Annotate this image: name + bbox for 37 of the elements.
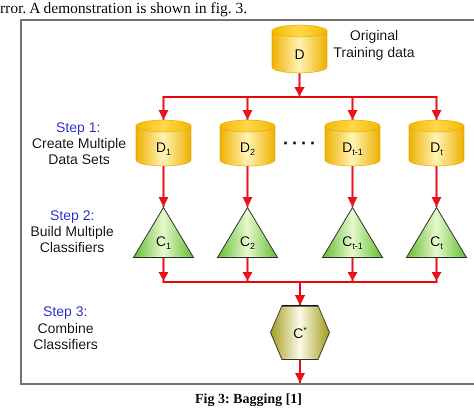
arrow xyxy=(158,166,168,207)
step-heading: Step 1: xyxy=(56,119,100,135)
step-description: Build Multiple Classifiers xyxy=(29,223,115,255)
node-label: C$_{1}$ xyxy=(156,234,172,248)
arrow xyxy=(348,166,358,207)
database-cylinder xyxy=(272,25,327,73)
body-text: rror. A demonstration is shown in fig. 3. xyxy=(0,1,248,16)
ellipsis-dots: ···· xyxy=(283,136,319,150)
node-label: D$_{t-1}$ xyxy=(342,140,363,154)
database-cylinder xyxy=(220,120,275,166)
classifier-triangle xyxy=(322,207,383,258)
classifier-triangle xyxy=(133,207,194,258)
step-description: Combine Classifiers xyxy=(32,320,99,352)
node-label: D$_{t}$ xyxy=(430,140,443,154)
arrow xyxy=(295,258,442,305)
database-cylinder xyxy=(325,120,380,166)
classifier-triangle xyxy=(406,207,467,258)
node-label: D$_{2}$ xyxy=(240,140,256,154)
classifier-triangle xyxy=(217,207,278,258)
node-label: C$^{*}$ xyxy=(293,326,307,340)
arrow xyxy=(294,73,442,120)
step-description: Create Multiple Data Sets xyxy=(30,135,128,167)
node-label: D$_{1}$ xyxy=(156,140,172,154)
arrow xyxy=(295,360,305,383)
figure-caption: Fig 3: Bagging [1] xyxy=(195,392,302,407)
node-label: D xyxy=(294,47,305,61)
hexagon-shape xyxy=(270,305,330,360)
arrow xyxy=(432,166,442,207)
node-label: C$_{2}$ xyxy=(240,234,256,248)
database-cylinder xyxy=(136,120,191,166)
node-label: C$_{t-1}$ xyxy=(342,234,363,248)
arrow xyxy=(242,166,252,207)
database-cylinder xyxy=(409,120,464,166)
step-heading: Step 2: xyxy=(50,207,94,223)
node-caption: Original Training data xyxy=(332,27,416,61)
step-heading: Step 3: xyxy=(43,303,88,319)
node-label: C$_{t}$ xyxy=(430,234,443,248)
